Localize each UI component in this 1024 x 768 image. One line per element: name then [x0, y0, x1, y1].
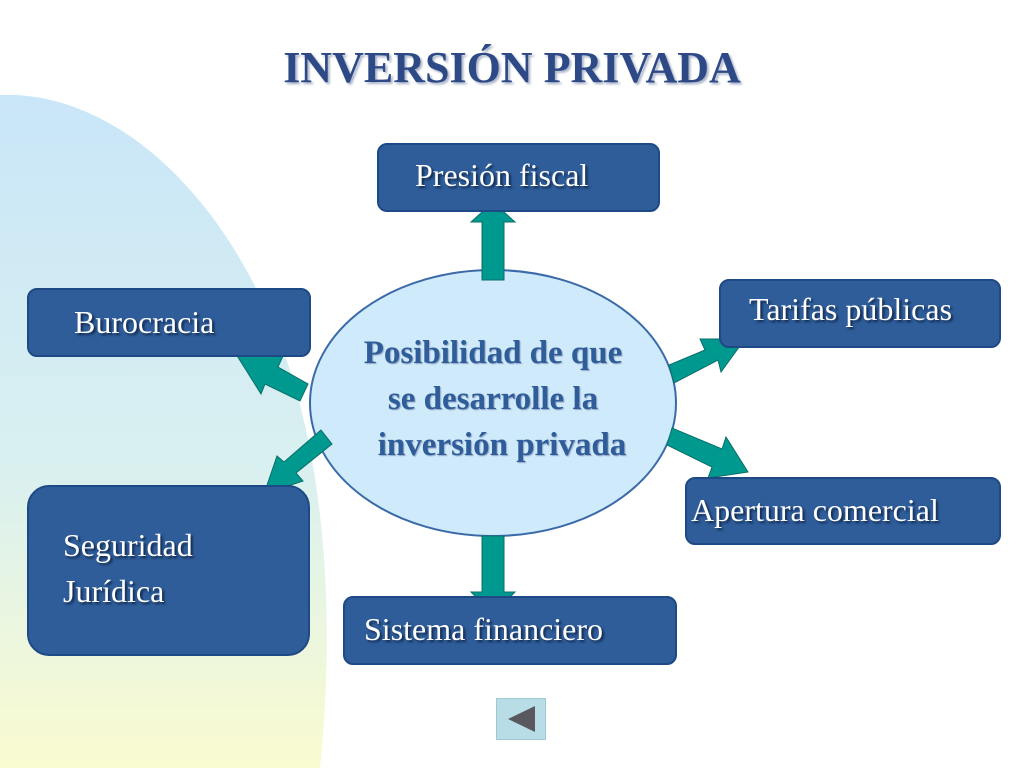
box-presion-fiscal: Presión fiscal — [377, 143, 660, 212]
box-tarifas-publicas: Tarifas públicas — [719, 279, 1001, 348]
center-label-line3: inversión privada — [377, 427, 627, 463]
box-burocracia: Burocracia — [27, 288, 311, 357]
presion-fiscal-label: Presión fiscal — [415, 157, 589, 193]
background-swoosh — [0, 94, 327, 768]
sistema-financiero-label: Sistema financiero — [364, 611, 604, 647]
back-button[interactable] — [496, 698, 546, 740]
box-seguridad-juridica: Seguridad Jurídica — [27, 485, 310, 656]
box-apertura-comercial: Apertura comercial — [685, 477, 1001, 545]
arrow-upright-icon — [668, 338, 746, 384]
arrow-downright-icon — [666, 427, 749, 479]
arrow-upleft-icon — [235, 353, 309, 402]
burocracia-label: Burocracia — [74, 304, 215, 340]
apertura-comercial-label: Apertura comercial — [691, 492, 939, 528]
arrow-up-icon — [469, 201, 517, 281]
center-label-line2: se desarrolle la — [387, 381, 599, 417]
tarifas-publicas-label: Tarifas públicas — [749, 291, 953, 327]
page-title: INVERSIÓN PRIVADA — [283, 43, 741, 92]
back-triangle-icon — [508, 706, 535, 732]
center-label: Posibilidad de que se desarrolle la inve… — [310, 330, 676, 468]
center-label-line1: Posibilidad de que — [363, 335, 623, 371]
seguridad-juridica-label-line1: Seguridad — [63, 527, 193, 563]
seguridad-juridica-label-line2: Jurídica — [63, 573, 165, 609]
box-sistema-financiero: Sistema financiero — [343, 596, 677, 665]
